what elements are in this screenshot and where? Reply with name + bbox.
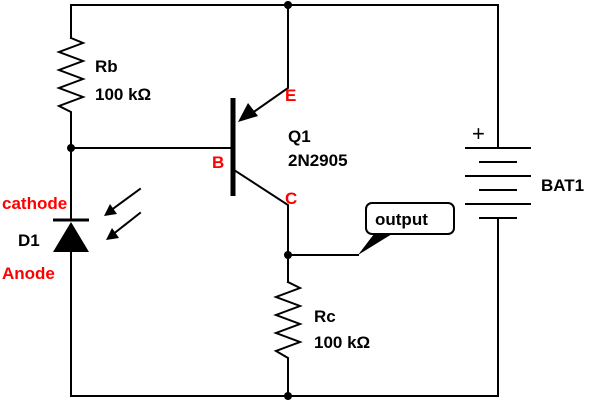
base-pin-label: B [212, 153, 224, 172]
battery-plus-sign: + [472, 121, 485, 146]
collector-pin-label: C [285, 189, 297, 208]
output-net-label: output [358, 202, 455, 255]
rb-ref-label: Rb [95, 57, 118, 76]
resistor-rc: Rc 100 kΩ [273, 280, 370, 367]
output-label-box [365, 202, 455, 235]
resistor-rc-zigzag [273, 280, 303, 367]
q1-ref-label: Q1 [288, 127, 311, 146]
junction-dot-emitter-top [284, 1, 292, 9]
emitter-pin-label: E [285, 86, 296, 105]
junction-dot-ground-node [284, 392, 292, 400]
output-label-pointer [358, 234, 392, 255]
bat1-ref-label: BAT1 [541, 176, 584, 195]
wire-emitter [243, 4, 289, 120]
rc-ref-label: Rc [314, 307, 336, 326]
cathode-label: cathode [2, 194, 67, 213]
junction-dot-output-node [284, 251, 292, 259]
rc-value-label: 100 kΩ [314, 333, 370, 352]
emitter-arrow-icon [238, 103, 258, 122]
rb-value-label: 100 kΩ [95, 85, 151, 104]
wire-collector [232, 168, 289, 283]
transistor-q1: E B C Q1 2N2905 [212, 86, 348, 208]
d1-ref-label: D1 [18, 231, 40, 250]
resistor-rb-zigzag [56, 36, 86, 119]
output-label-text: output [375, 210, 428, 229]
junction-dots [67, 1, 292, 400]
anode-label: Anode [2, 264, 55, 283]
battery-bat1: + BAT1 [465, 121, 584, 219]
light-arrows-icon [104, 187, 142, 240]
resistor-rb: Rb 100 kΩ [56, 36, 151, 119]
diode-triangle-icon [53, 222, 89, 252]
q1-part-label: 2N2905 [288, 151, 348, 170]
junction-dot-base-node [67, 144, 75, 152]
photodiode-d1: cathode D1 Anode [2, 187, 142, 283]
